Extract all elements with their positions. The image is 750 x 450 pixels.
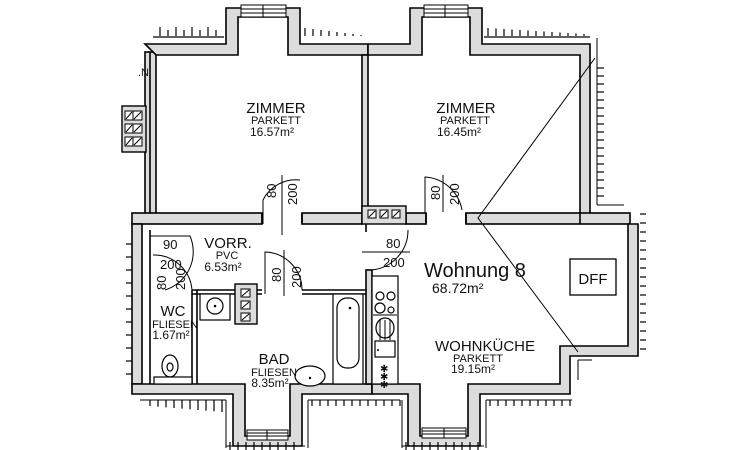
door-dims: 80 200 80 200 90 200 80 200 80 200 80 20… [154, 183, 462, 290]
roof-tick [380, 210, 388, 218]
north-marker: .N [138, 67, 149, 79]
room-area: 16.57m² [250, 125, 294, 139]
skylight-label: DFF [578, 271, 607, 288]
window-bad [246, 429, 289, 441]
apartment-name: Wohnung 8 [424, 260, 526, 282]
dim-zimmer1-height: 200 [285, 183, 300, 205]
roof-tick [133, 124, 142, 133]
roof-tick [241, 313, 250, 321]
dishrack [375, 317, 395, 340]
room-floor: PARKETT [453, 353, 503, 365]
dim-zimmer1-width: 80 [264, 184, 279, 198]
roof-tick [392, 210, 400, 218]
dim-kitchen-width: 80 [386, 236, 400, 251]
room-wohnkueche: WOHNKÜCHE PARKETT 19.15m² [435, 337, 535, 376]
room-area: 8.35m² [251, 376, 288, 390]
lower-right-walls [371, 213, 646, 450]
room-floor: FLIESEN [152, 319, 198, 331]
window-wohnkueche [421, 427, 467, 439]
roof-tick [241, 301, 250, 309]
apartment-label: Wohnung 8 68.72m² [424, 260, 526, 296]
dim-zimmer2-width: 80 [428, 186, 443, 200]
kitchen-sink [374, 340, 396, 358]
wall-bottom-right [371, 223, 639, 447]
window-zimmer2 [423, 4, 469, 18]
dim-entrance-width: 90 [163, 237, 177, 252]
room-area: 6.53m² [204, 260, 241, 274]
svg-text:✱: ✱ [380, 380, 388, 391]
roof-tick [125, 137, 133, 146]
roof-tick [368, 210, 376, 218]
room-floor: PVC [216, 250, 239, 262]
fridge-symbol: ✱ ✱ ✱ [380, 364, 388, 391]
roof-diagonal [477, 57, 596, 353]
door-swing-zimmer1 [262, 179, 301, 224]
dim-zimmer2-height: 200 [447, 183, 462, 205]
room-area: 19.15m² [451, 362, 495, 376]
skylight-box [569, 258, 617, 296]
roof-tick [125, 111, 133, 120]
window-zimmer1 [240, 4, 287, 18]
room-area: 1.67m² [152, 328, 189, 342]
svg-text:✱: ✱ [380, 364, 388, 375]
toilet-tank [153, 376, 193, 385]
apartment-area: 68.72m² [432, 280, 484, 296]
door-swing-wc [152, 254, 193, 291]
roof-tick [133, 111, 142, 120]
fixtures: ✱ ✱ ✱ [121, 105, 397, 391]
room-vorraum: VORR. PVC 6.53m² [204, 235, 252, 274]
roof-ticks-top [153, 27, 590, 38]
wall-partition-zimmer [361, 54, 369, 215]
bathtub [336, 297, 360, 369]
door-swing-entrance [150, 235, 194, 291]
room-floor: PARKETT [440, 115, 490, 127]
dim-kitchen-height: 200 [383, 255, 405, 270]
room-zimmer-2: ZIMMER PARKETT 16.45m² [436, 100, 495, 139]
dim-wc-width: 80 [154, 276, 169, 290]
room-area: 16.45m² [437, 125, 481, 139]
room-zimmer-1: ZIMMER PARKETT 16.57m² [246, 100, 305, 139]
room-wc: WC FLIESEN 1.67m² [152, 303, 198, 342]
dim-entrance-height: 200 [160, 257, 182, 272]
door-swing-zimmer2 [424, 176, 463, 213]
roof-tick [133, 137, 142, 146]
room-floor: FLIESEN [251, 367, 297, 379]
room-bad: BAD FLIESEN 8.35m² [251, 351, 297, 390]
room-name: BAD [259, 351, 290, 368]
svg-text:✱: ✱ [380, 372, 388, 383]
corridor-wall [131, 205, 631, 225]
roof-tick [241, 289, 250, 297]
door-swings [150, 175, 467, 296]
roof-ticks-right [596, 38, 624, 206]
room-name: WOHNKÜCHE [435, 337, 535, 355]
dim-bad-height: 200 [289, 266, 304, 288]
door-swing-bad [264, 251, 303, 294]
room-floor: PARKETT [251, 115, 301, 127]
roof-tick [125, 124, 133, 133]
room-name: ZIMMER [436, 100, 495, 117]
room-name: WC [161, 303, 186, 320]
door-swing-kitchen [371, 229, 409, 271]
dim-bad-width: 80 [269, 268, 284, 282]
room-name: VORR. [204, 235, 252, 252]
room-name: ZIMMER [246, 100, 305, 117]
stove [373, 291, 397, 316]
dim-wc-height: 200 [173, 268, 188, 290]
upper-walls [143, 4, 624, 215]
bad-sink-2 [294, 365, 326, 387]
